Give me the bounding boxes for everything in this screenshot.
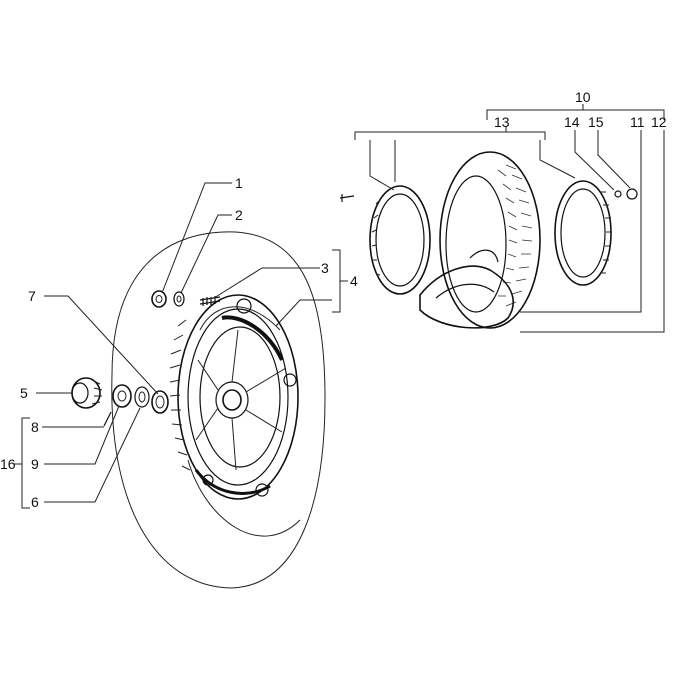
callout-6: 6 [31, 494, 39, 510]
brake-drum-hub [169, 294, 299, 500]
callout-4: 4 [350, 273, 358, 289]
spacer-part-7 [151, 390, 169, 414]
callout-2: 2 [235, 207, 243, 223]
castle-nut-part-9 [112, 384, 132, 408]
cotter-pin-part-8 [103, 411, 112, 427]
rim-half-left [369, 185, 431, 295]
nut-part-1 [151, 290, 167, 308]
leader-lines [14, 104, 665, 509]
callout-13: 13 [494, 114, 510, 130]
valve-bolt [339, 194, 355, 202]
hub-cap-part-5 [71, 377, 103, 409]
small-nut-part-15 [626, 188, 638, 200]
callout-12: 12 [651, 114, 667, 130]
callout-9: 9 [31, 456, 39, 472]
washer-part-6 [134, 386, 150, 408]
callout-11: 11 [630, 114, 645, 130]
callout-10: 10 [575, 89, 591, 105]
callout-14: 14 [564, 114, 580, 130]
tyre [439, 151, 541, 329]
callout-3: 3 [321, 260, 329, 276]
rim-half-right [554, 180, 612, 286]
small-nut-part-14 [614, 190, 622, 198]
stud-part-3 [199, 296, 221, 306]
callout-5: 5 [20, 385, 28, 401]
callout-1: 1 [235, 175, 243, 191]
washer-part-2 [173, 291, 185, 307]
callout-8: 8 [31, 419, 39, 435]
callout-15: 15 [588, 114, 604, 130]
callout-7: 7 [28, 288, 36, 304]
callout-16: 16 [0, 456, 16, 472]
inner-tube [419, 249, 514, 329]
